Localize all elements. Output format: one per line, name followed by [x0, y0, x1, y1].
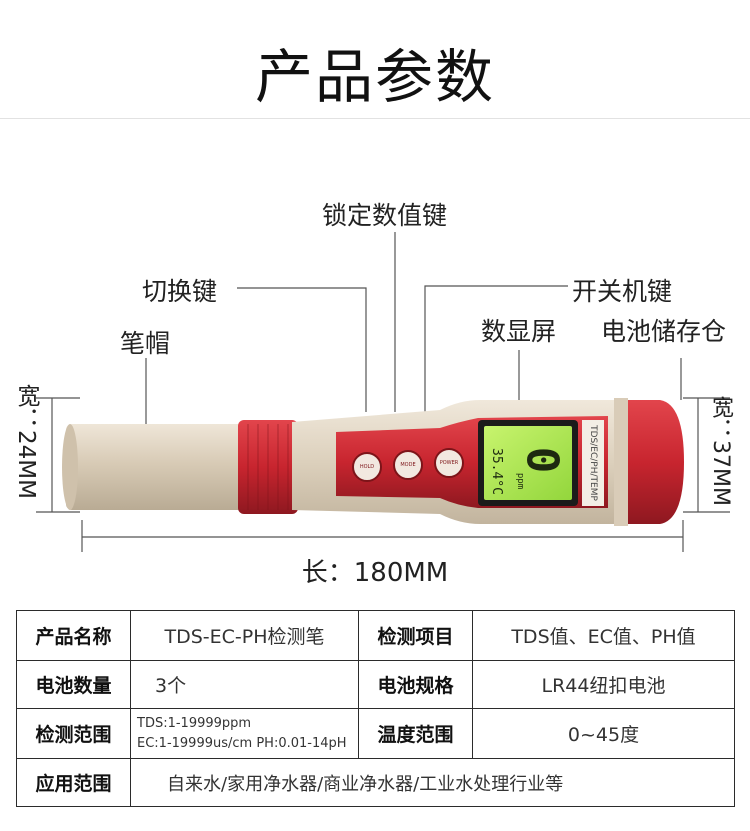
test-range-label: 检测范围	[16, 708, 131, 759]
pen-diagram	[36, 232, 730, 552]
display-label: 数显屏	[481, 317, 557, 346]
battery-count-label: 电池数量	[16, 660, 131, 709]
model-text: TDS/EC/PH/TEMP	[588, 425, 598, 501]
title-divider	[0, 118, 750, 119]
application-value: 自来水/家用净水器/商业净水器/工业水处理行业等	[130, 758, 735, 807]
length-label: 长：180MM	[301, 558, 449, 588]
right-width-label: 宽：37MM	[708, 396, 733, 506]
lcd-screen	[484, 426, 572, 500]
pen-cap	[62, 424, 256, 510]
battery-count-value: 3个	[130, 660, 359, 709]
product-name-label: 产品名称	[16, 610, 131, 661]
lcd-unit: ppm	[515, 472, 526, 490]
switch-key-leader	[237, 287, 367, 412]
application-label: 应用范围	[16, 758, 131, 807]
battery-cap	[620, 400, 684, 524]
lcd-reading: 0	[516, 446, 568, 474]
battery-type-label: 电池规格	[358, 660, 473, 709]
mode-button[interactable]: MODE	[393, 450, 423, 480]
table-row: 应用范围 自来水/家用净水器/商业净水器/工业水处理行业等	[16, 758, 735, 807]
battery-bay-label: 电池储存仓	[601, 317, 727, 346]
test-range-value: TDS:1-19999ppm EC:1-19999us/cm PH:0.01-1…	[130, 708, 359, 759]
spec-table: 产品名称 TDS-EC-PH检测笔 检测项目 TDS值、EC值、PH值 电池数量…	[16, 610, 735, 807]
battery-type-value: LR44纽扣电池	[472, 660, 735, 709]
tds-range: TDS:1-19999ppm	[137, 715, 252, 731]
page-title: 产品参数	[254, 43, 495, 111]
test-items-value: TDS值、EC值、PH值	[472, 610, 735, 661]
lcd-temperature: 35.4°C	[489, 448, 504, 495]
table-row: 检测范围 TDS:1-19999ppm EC:1-19999us/cm PH:0…	[16, 708, 735, 759]
ec-ph-range: EC:1-19999us/cm PH:0.01-14pH	[137, 735, 347, 751]
table-row: 电池数量 3个 电池规格 LR44纽扣电池	[16, 660, 735, 709]
model-strip	[582, 420, 604, 506]
lock-key-label: 锁定数值键	[322, 201, 448, 230]
test-items-label: 检测项目	[358, 610, 473, 661]
temp-range-value: 0~45度	[472, 708, 735, 759]
product-name-value: TDS-EC-PH检测笔	[130, 610, 359, 661]
power-key-label: 开关机键	[572, 277, 673, 306]
table-row: 产品名称 TDS-EC-PH检测笔 检测项目 TDS值、EC值、PH值	[16, 610, 735, 661]
switch-key-label: 切换键	[142, 277, 218, 306]
cap-label: 笔帽	[120, 329, 171, 358]
power-key-leader	[424, 285, 568, 412]
left-width-label: 宽：24MM	[13, 384, 39, 499]
temp-range-label: 温度范围	[358, 708, 473, 759]
power-button[interactable]: POWER	[434, 448, 464, 478]
hold-button[interactable]: HOLD	[352, 452, 382, 482]
